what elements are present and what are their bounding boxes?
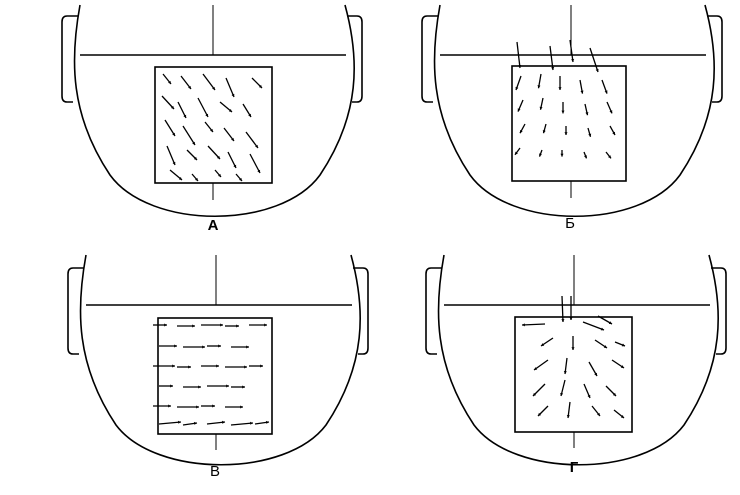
measurement-window <box>155 67 272 183</box>
panel-b: Б <box>422 5 722 232</box>
panel-label-g: Г <box>570 459 579 476</box>
panel-a: А <box>62 5 362 234</box>
panel-label-b: Б <box>565 215 575 232</box>
measurement-window <box>158 318 272 434</box>
panel-g: Г <box>426 255 726 476</box>
measurement-window <box>512 66 626 181</box>
measurement-window <box>515 317 632 432</box>
panel-label-a: А <box>208 217 219 234</box>
panel-v: В <box>68 255 368 480</box>
panel-label-v: В <box>210 463 220 480</box>
